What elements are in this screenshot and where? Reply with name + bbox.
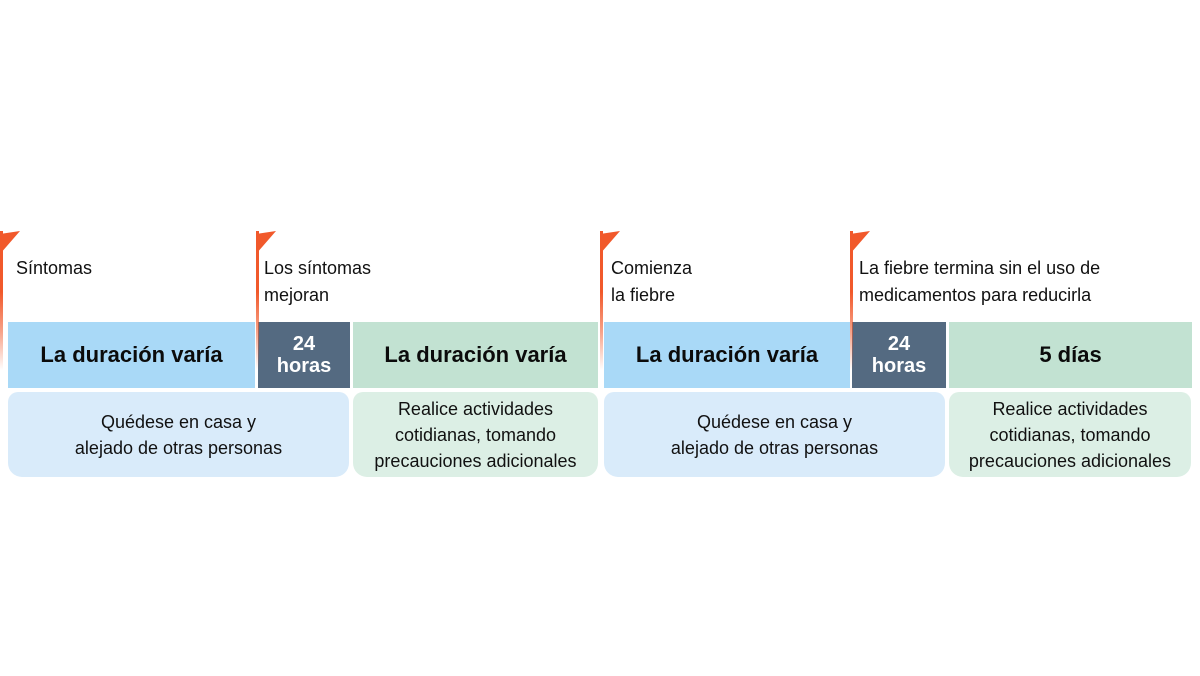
flag-icon — [850, 231, 870, 254]
action-box-stay-home-2: Quédese en casa y alejado de otras perso… — [604, 392, 945, 477]
duration-segment-varies-2: La duración varía — [353, 322, 598, 388]
action-box-stay-home-1: Quédese en casa y alejado de otras perso… — [8, 392, 349, 477]
duration-segment-24h-2: 24 horas — [852, 322, 946, 388]
event-label-fever-begins: Comienza la fiebre — [611, 258, 693, 305]
event-label-fever-ends: La fiebre termina sin el uso de medicame… — [859, 258, 1101, 305]
duration-segment-24h-1: 24 horas — [258, 322, 350, 388]
flag-icon — [256, 231, 276, 254]
action-box-resume-activities-1: Realice actividades cotidianas, tomando … — [353, 392, 598, 477]
event-label-symptoms: Síntomas — [16, 258, 93, 278]
event-label-symptoms-improving: Los síntomas mejoran — [264, 258, 372, 305]
duration-segment-varies-3: La duración varía — [604, 322, 850, 388]
flag-icon — [0, 231, 20, 254]
event-marker-fever-begins — [600, 231, 620, 376]
flag-icon — [600, 231, 620, 254]
duration-segment-5-days: 5 días — [949, 322, 1192, 388]
event-marker-fever-ends — [850, 231, 870, 376]
action-box-resume-activities-2: Realice actividades cotidianas, tomando … — [949, 392, 1191, 477]
event-marker-symptoms-improving — [256, 231, 276, 376]
event-marker-symptoms — [0, 231, 20, 376]
duration-segment-varies-1: La duración varía — [8, 322, 255, 388]
